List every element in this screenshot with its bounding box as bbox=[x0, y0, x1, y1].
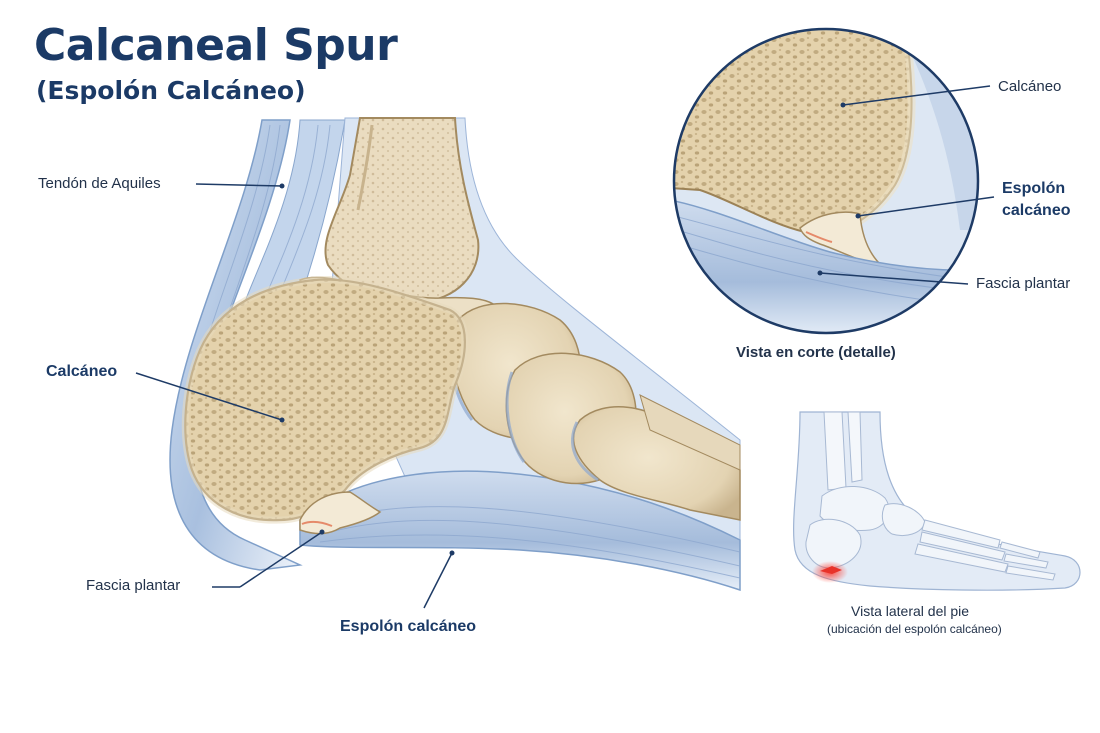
detail-caption: Vista en corte (detalle) bbox=[736, 344, 896, 361]
lateral-subcaption: (ubicación del espolón calcáneo) bbox=[827, 622, 1002, 636]
label-plantar-fascia-detail: Fascia plantar bbox=[976, 275, 1071, 292]
label-spur-main: Espolón calcáneo bbox=[340, 618, 477, 635]
label-spur-detail-line2: calcáneo bbox=[1002, 202, 1071, 219]
label-achilles-tendon: Tendón de Aquiles bbox=[38, 175, 161, 192]
lateral-caption: Vista lateral del pie bbox=[851, 603, 970, 619]
label-plantar-fascia-main: Fascia plantar bbox=[86, 577, 181, 594]
page-title: Calcaneal Spur bbox=[34, 20, 398, 71]
label-calcaneus-main: Calcáneo bbox=[46, 363, 118, 380]
spur-location-marker bbox=[820, 566, 842, 574]
label-spur-detail-line1: Espolón bbox=[1002, 180, 1066, 197]
label-calcaneus-detail: Calcáneo bbox=[998, 78, 1062, 95]
page-subtitle: (Espolón Calcáneo) bbox=[36, 76, 306, 105]
